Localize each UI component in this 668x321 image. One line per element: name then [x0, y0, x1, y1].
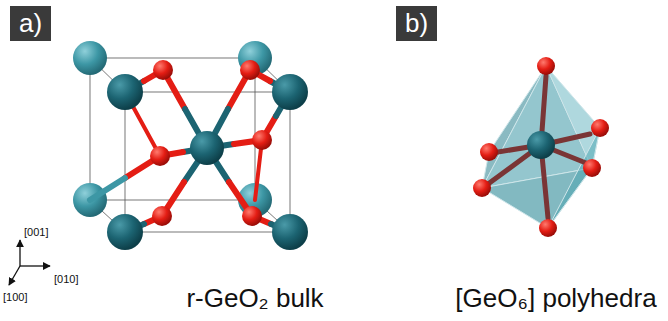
unit-cell: [90, 58, 290, 232]
ge-atoms-front: [107, 74, 308, 250]
bonds: [90, 70, 290, 232]
panel-letter: b): [405, 8, 428, 38]
panel-tag: a): [10, 6, 51, 41]
axis-label: [010]: [54, 273, 78, 285]
structure-caption: r-GeO₂ bulk: [186, 283, 323, 314]
geo6-octahedron: [473, 57, 609, 237]
ge-atoms-back: [73, 41, 272, 217]
axis-label: [100]: [3, 291, 27, 303]
panel-letter: a): [19, 8, 42, 38]
axis-label: [001]: [24, 226, 48, 238]
axis-triad: [9, 240, 50, 285]
structure-caption: [GeO₆] polyhedra: [455, 283, 656, 314]
panel-tag: b): [396, 6, 437, 41]
o-atoms: [150, 60, 272, 226]
